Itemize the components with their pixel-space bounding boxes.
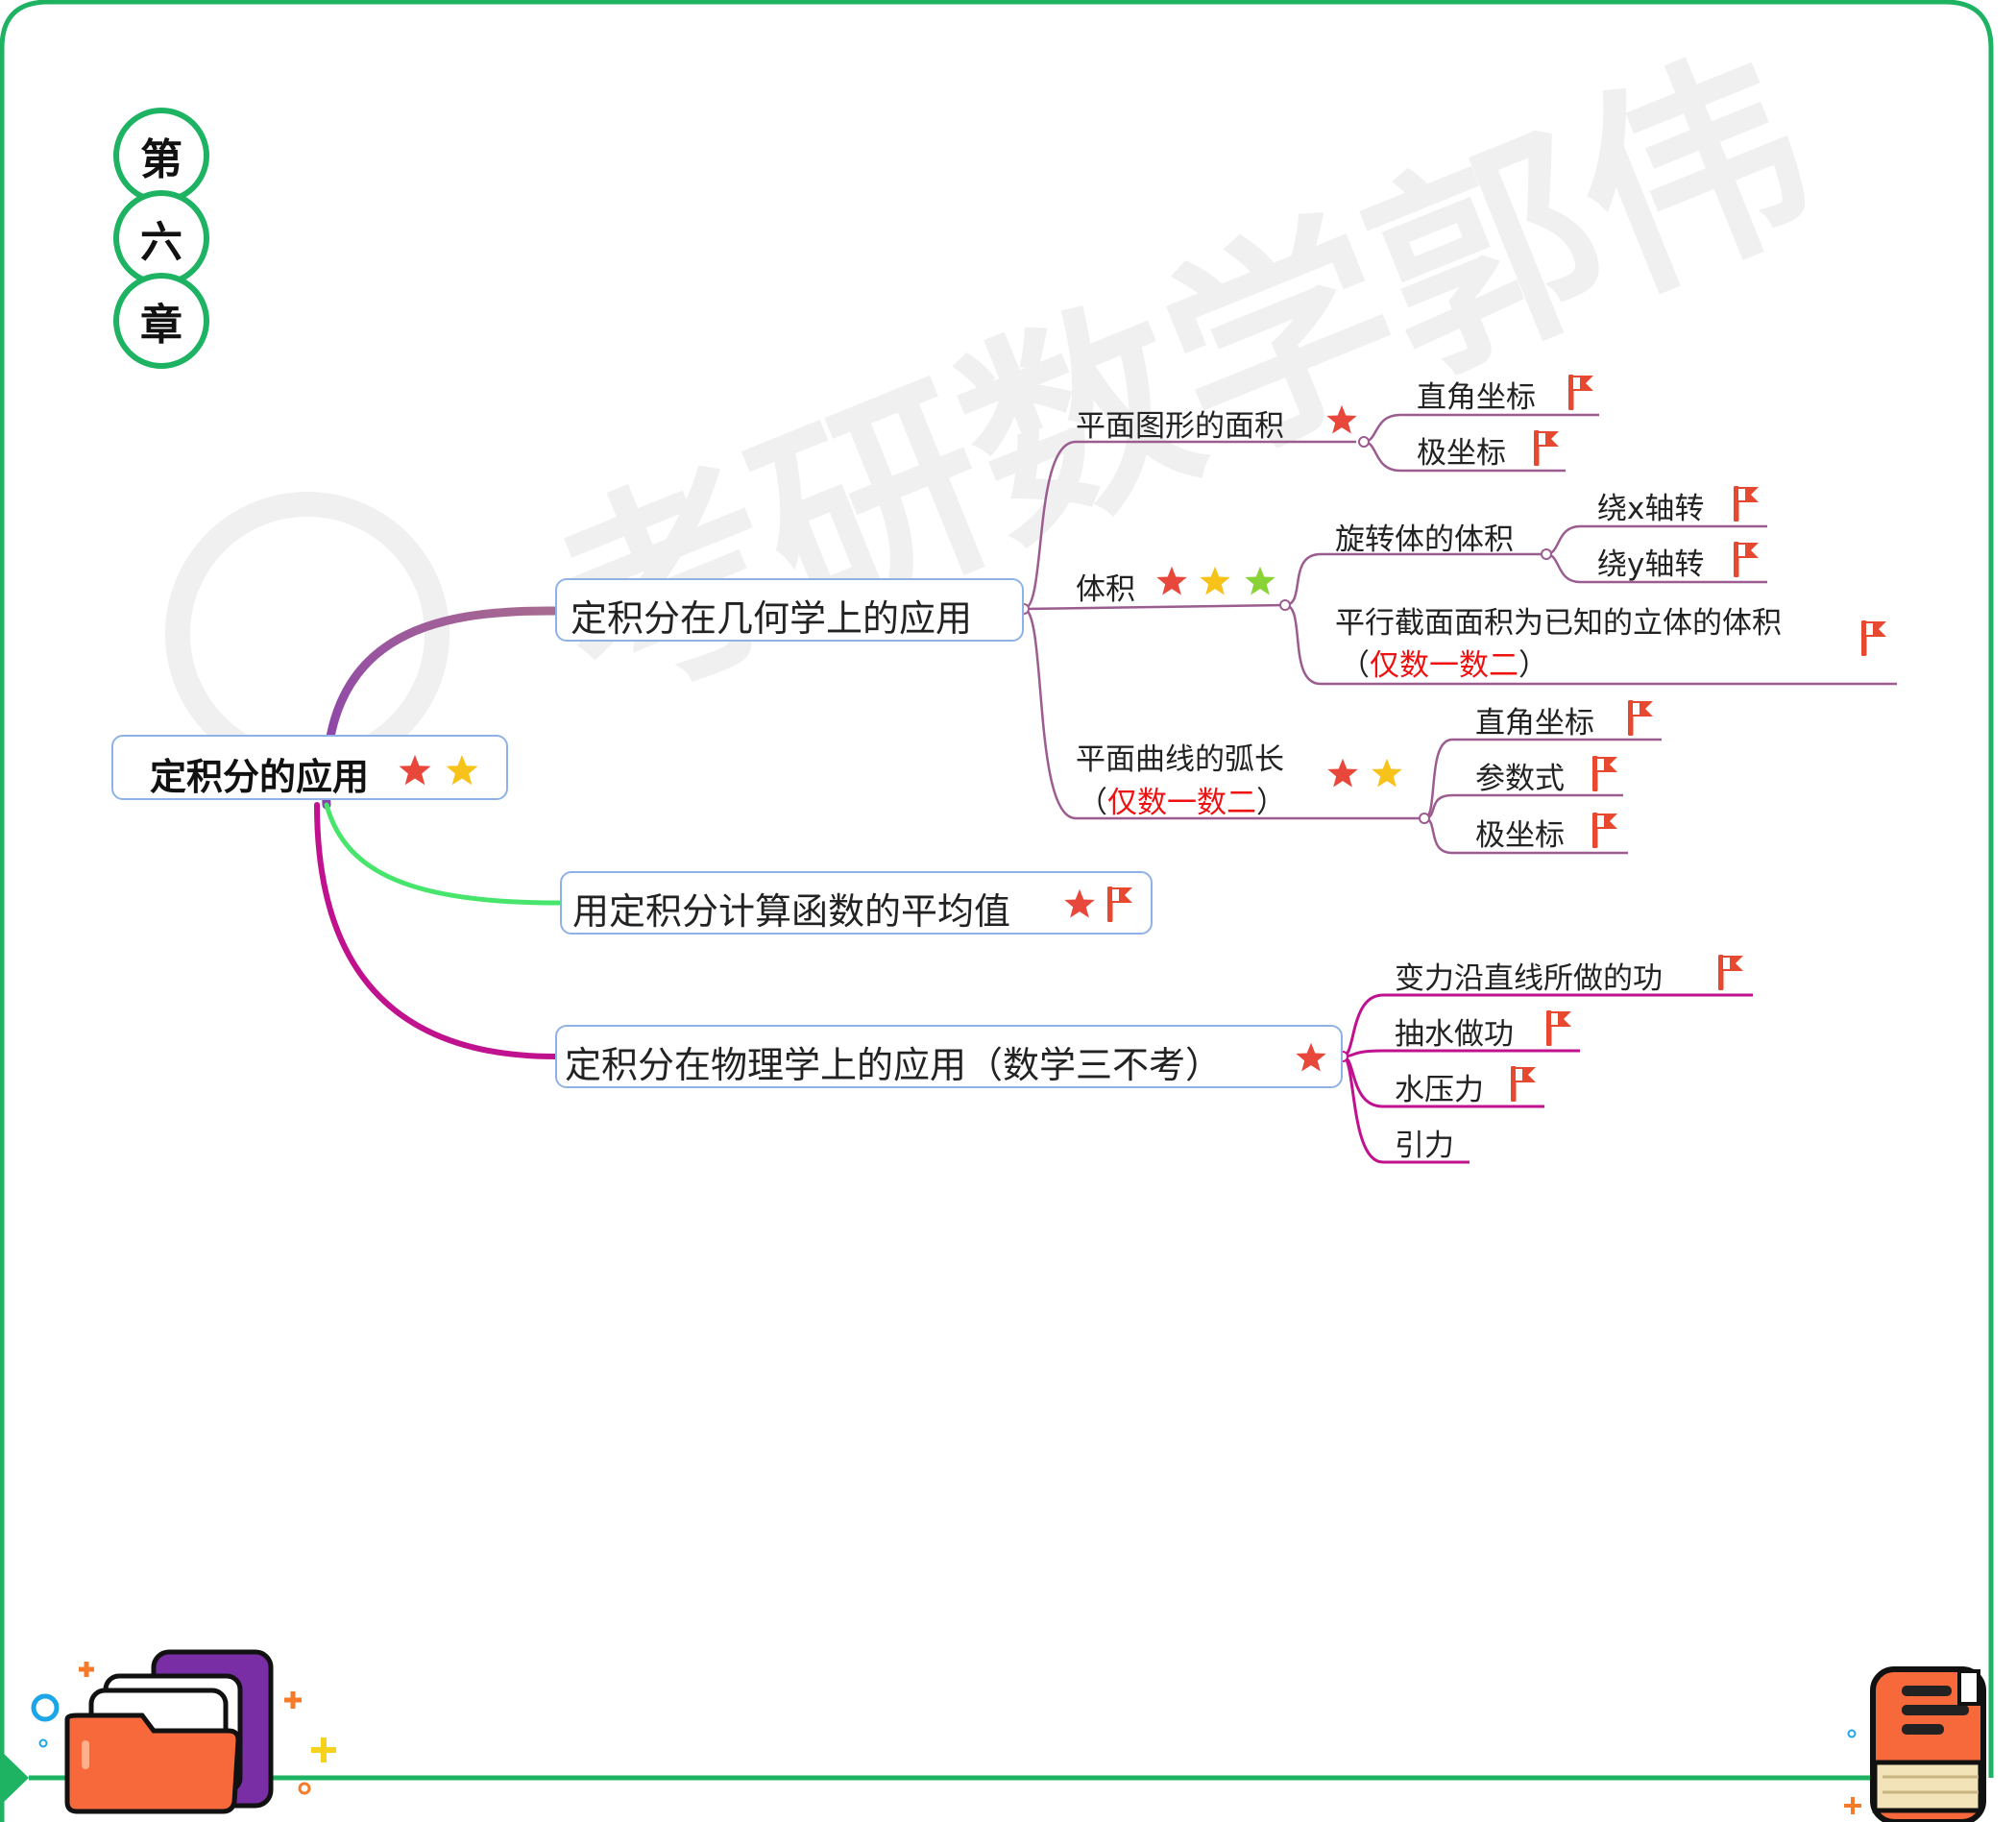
flag-icon (1531, 428, 1562, 467)
area-item-polar: 极坐标 (1417, 436, 1506, 471)
yellow-star-icon (443, 751, 481, 790)
paren-open: （ (1340, 648, 1370, 683)
red-star-icon (396, 751, 434, 790)
exam-note: 仅数一数二 (1370, 648, 1518, 683)
arc-item-polar: 极坐标 (1475, 818, 1565, 853)
flag-icon (1731, 484, 1761, 522)
root-node[interactable]: 定积分的应用 (111, 735, 508, 800)
exam-note: 仅数一数二 (1107, 786, 1256, 820)
yellow-star-icon (1197, 563, 1233, 599)
paren-close: ） (1256, 786, 1286, 820)
area-item-rect: 直角坐标 (1417, 380, 1536, 415)
red-star-icon (1324, 401, 1360, 438)
flag-icon (1590, 811, 1620, 849)
area-label: 平面图形的面积 (1076, 409, 1284, 444)
geometry-label: 定积分在几何学上的应用 (571, 597, 973, 640)
yellow-star-icon (1369, 755, 1405, 791)
rotation-item-x: 绕x轴转 (1597, 492, 1705, 526)
physics-label: 定积分在物理学上的应用（数学三不考） (565, 1044, 1223, 1086)
flag-icon (1731, 540, 1761, 578)
physics-item-pumping: 抽水做功 (1395, 1017, 1514, 1052)
geometry-node[interactable]: 定积分在几何学上的应用 (555, 578, 1024, 642)
notebook-icon (1844, 1666, 1986, 1822)
green-star-icon (1242, 563, 1278, 599)
physics-item-work: 变力沿直线所做的功 (1395, 961, 1663, 996)
flag-icon (1105, 885, 1135, 923)
chapter-char-3: 章 (113, 273, 209, 369)
volume-label: 体积 (1076, 572, 1135, 607)
flag-icon (1566, 373, 1596, 411)
arc-item-param: 参数式 (1475, 762, 1565, 796)
paren-close: ） (1518, 648, 1548, 683)
arc-line2: （仅数一数二） (1078, 778, 1286, 821)
flag-icon (1508, 1064, 1539, 1103)
paren-open: （ (1078, 786, 1107, 820)
flag-icon (1715, 953, 1746, 991)
rotation-item-y: 绕y轴转 (1597, 547, 1705, 582)
rotation-label: 旋转体的体积 (1335, 522, 1514, 557)
red-star-icon (1293, 1039, 1329, 1076)
root-label: 定积分的应用 (150, 756, 370, 798)
parallel-line1: 平行截面面积为已知的立体的体积 (1335, 606, 1782, 641)
flag-icon (1625, 698, 1656, 737)
arc-line1: 平面曲线的弧长 (1076, 742, 1284, 777)
average-node[interactable]: 用定积分计算函数的平均值 (560, 871, 1153, 935)
chapter-char-1: 第 (113, 108, 209, 204)
flag-icon (1543, 1008, 1574, 1047)
physics-item-gravity: 引力 (1395, 1129, 1454, 1163)
flag-icon (1590, 754, 1620, 792)
average-label: 用定积分计算函数的平均值 (572, 890, 1011, 933)
parallel-line2: （仅数一数二） (1340, 641, 1548, 684)
folder-icon (31, 1649, 336, 1814)
chapter-char-2: 六 (113, 190, 209, 286)
red-star-icon (1154, 563, 1190, 599)
red-star-icon (1324, 755, 1361, 791)
physics-node[interactable]: 定积分在物理学上的应用（数学三不考） (555, 1025, 1343, 1088)
red-star-icon (1061, 886, 1098, 922)
flag-icon (1858, 619, 1889, 657)
physics-item-pressure: 水压力 (1395, 1073, 1484, 1107)
arc-item-rect: 直角坐标 (1475, 706, 1594, 741)
